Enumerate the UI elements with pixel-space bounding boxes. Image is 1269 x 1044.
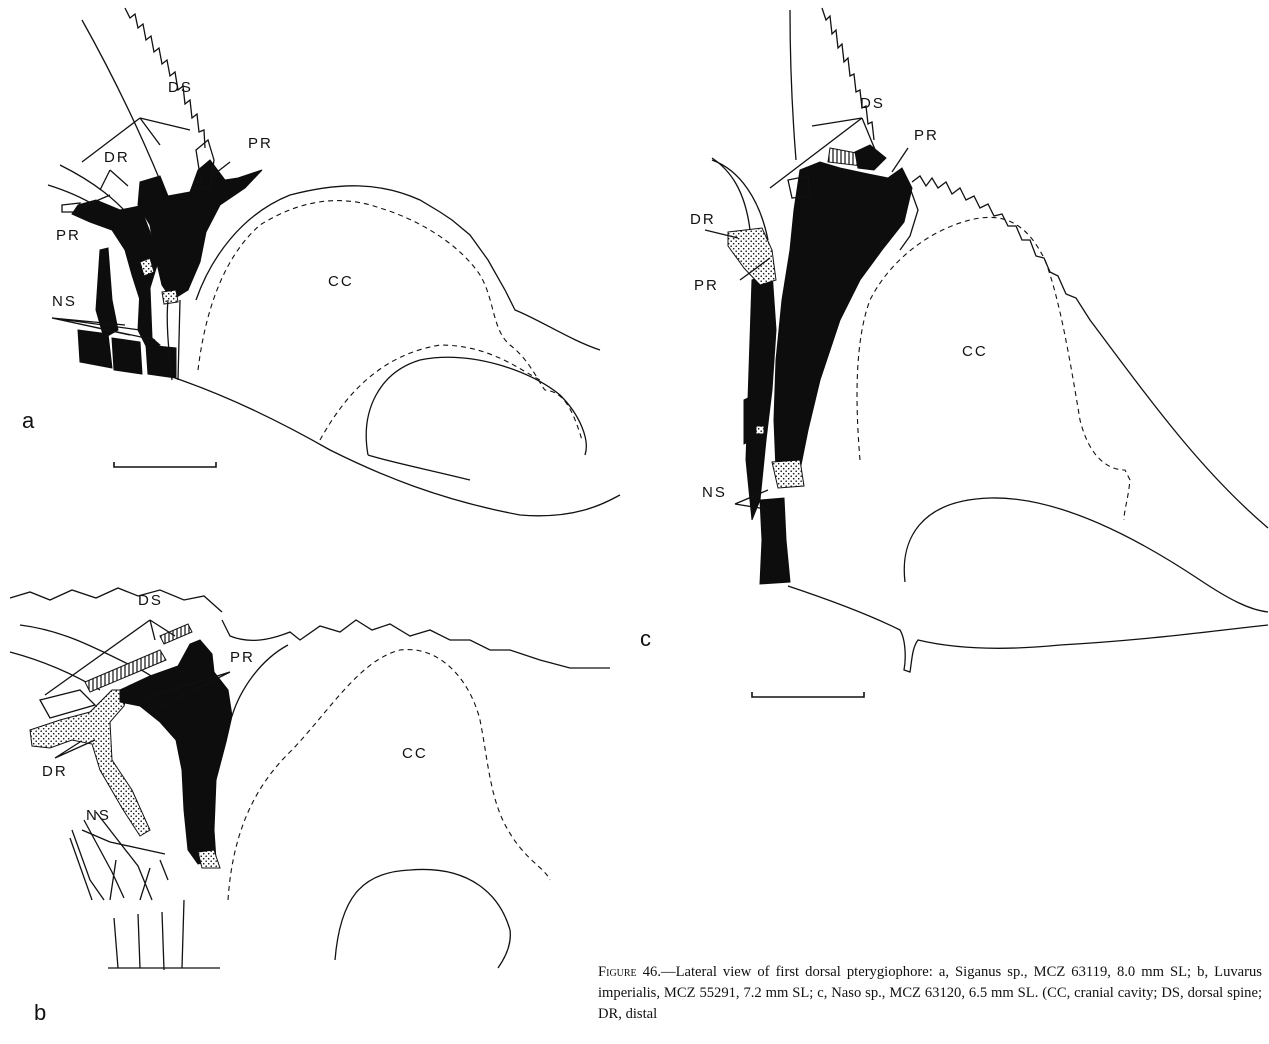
panel-c-dorsal-spine xyxy=(790,8,874,160)
panel-c-label-ds: DS xyxy=(860,95,885,112)
panel-b-label-dr: DR xyxy=(42,763,68,780)
panel-b-label-ns: NS xyxy=(86,807,111,824)
panel-c-label-pr-right: PR xyxy=(914,127,939,144)
caption-text: —Lateral view of first dorsal pterygioph… xyxy=(598,964,1262,1022)
panel-b-back-outline xyxy=(10,588,222,612)
panel-a-label-pr-right: PR xyxy=(248,135,273,152)
panel-b xyxy=(10,588,610,970)
panel-a-letter: a xyxy=(22,408,35,433)
panel-a-cranium-outline xyxy=(175,378,620,516)
panel-a-label-pr-left: PR xyxy=(56,227,81,244)
panel-b-letter: b xyxy=(34,1000,46,1025)
panel-b-cranial-cavity-outline xyxy=(228,650,550,900)
panel-a-label-cc: CC xyxy=(328,273,354,290)
caption-figure-label: Figure 46. xyxy=(598,964,661,980)
panel-c-cranial-cavity-outline xyxy=(857,217,1130,520)
panel-b-cranium-outline xyxy=(222,620,610,668)
panel-a-dorsal-spine xyxy=(82,8,205,200)
panel-a-label-ds: DS xyxy=(168,79,193,96)
panel-c-distal-radial-stippled xyxy=(728,228,776,285)
panel-c-proximal-radial-black xyxy=(774,162,912,470)
panel-b-label-pr: PR xyxy=(230,649,255,666)
figure-caption: Figure 46.—Lateral view of first dorsal … xyxy=(598,962,1262,1025)
panel-c xyxy=(712,8,1268,672)
panel-c-letter: c xyxy=(640,626,651,651)
panel-a xyxy=(48,8,620,516)
panel-b-label-ds: DS xyxy=(138,592,163,609)
panel-c-label-ns: NS xyxy=(702,484,727,501)
panel-a-label-dr: DR xyxy=(104,149,130,166)
panel-b-label-cc: CC xyxy=(402,745,428,762)
panel-c-label-cc: CC xyxy=(962,343,988,360)
panel-c-label-pr-left: PR xyxy=(694,277,719,294)
panel-c-label-dr: DR xyxy=(690,211,716,228)
panel-a-cranial-cavity-outline xyxy=(198,201,582,440)
panel-a-proximal-radial-black xyxy=(138,160,262,300)
panel-a-label-ns: NS xyxy=(52,293,77,310)
